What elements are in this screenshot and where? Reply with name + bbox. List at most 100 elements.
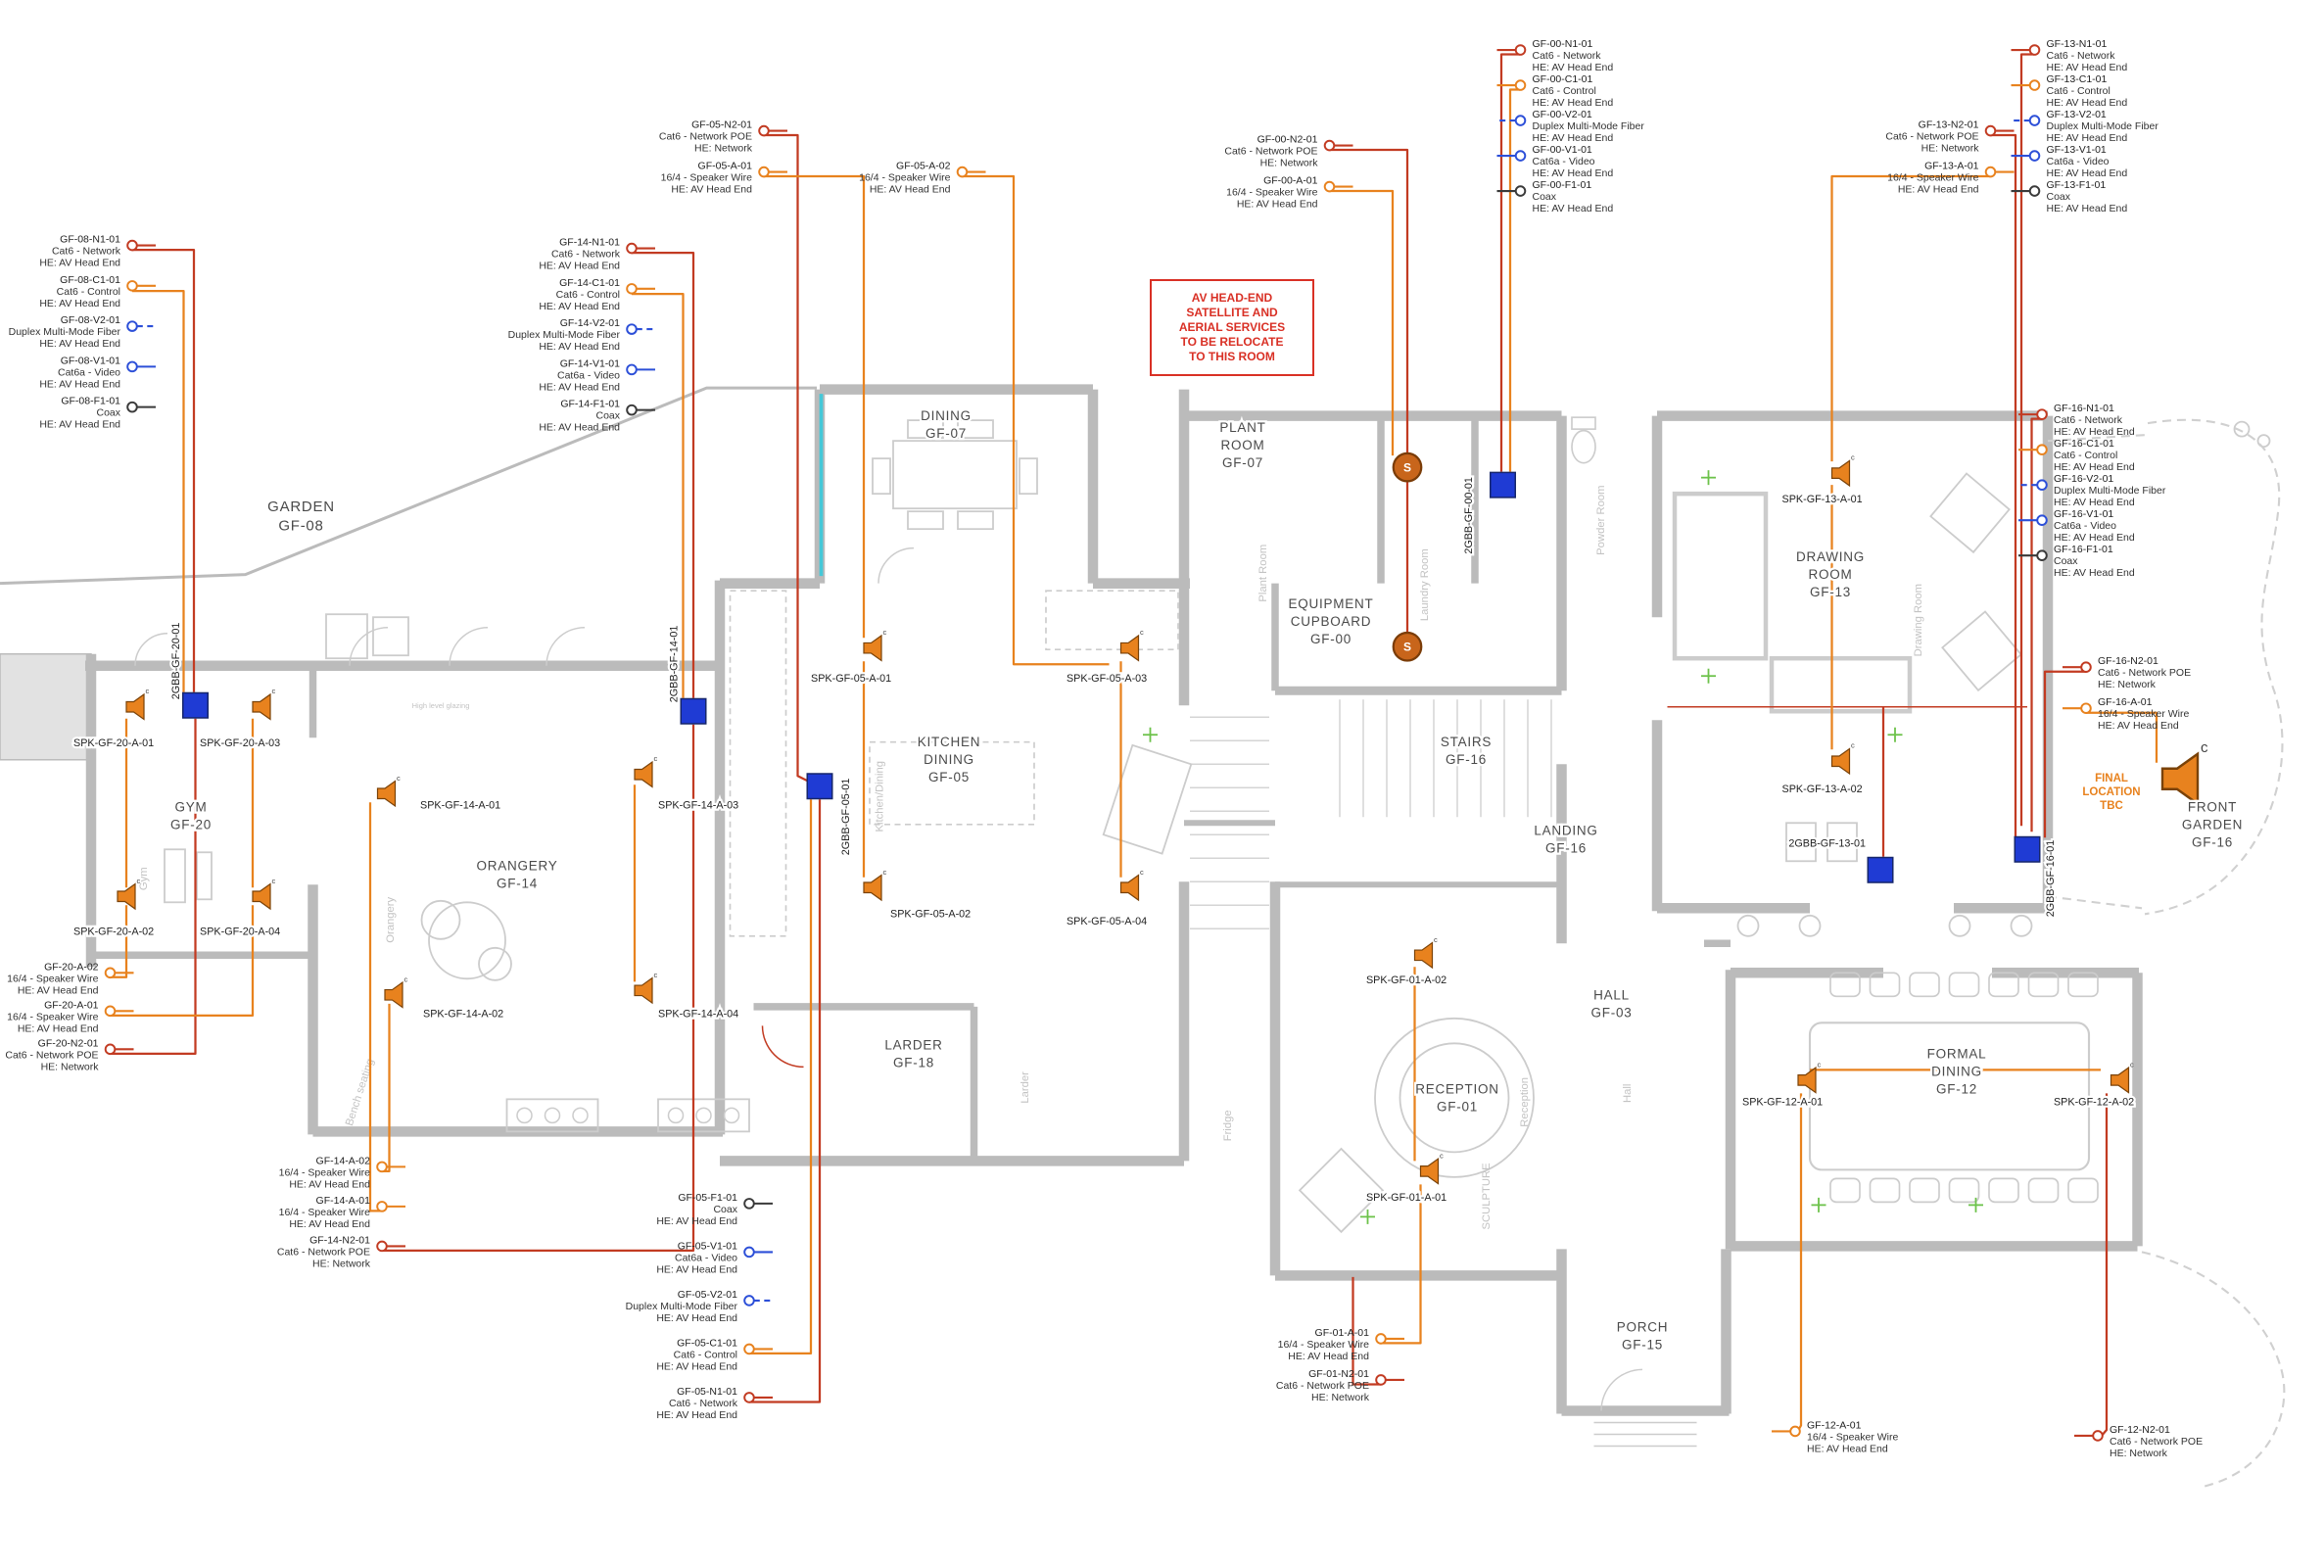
chair (2027, 972, 2060, 998)
cable-id: GF-13-N1-01 (2046, 38, 2107, 50)
cable-dest: HE: AV Head End (18, 1022, 99, 1034)
speaker-mount-tag: c (146, 687, 150, 695)
cable-run (632, 251, 695, 698)
cable-dest: HE: AV Head End (39, 378, 120, 390)
cable-id: GF-13-N2-01 (1919, 119, 1979, 131)
furniture-outline (1929, 472, 2011, 554)
cable-terminal (104, 967, 117, 979)
cable-id: GF-00-F1-01 (1532, 179, 1591, 191)
cable-id: GF-01-A-01 (1315, 1327, 1370, 1339)
cable-dest: HE: AV Head End (39, 419, 120, 431)
cable-id: GF-13-F1-01 (2046, 179, 2106, 191)
cable-type: Cat6 - Control (2046, 85, 2110, 97)
speaker-mount-tag: c (1440, 1151, 1444, 1160)
cable-dest: HE: AV Head End (539, 422, 620, 434)
room-title: CUPBOARD (1291, 614, 1372, 629)
furniture-outline (1019, 457, 1038, 496)
speaker-icon-SPK-GF-05-A-02: c (863, 868, 886, 902)
cable-dest: HE: AV Head End (2046, 132, 2127, 144)
cable-type: 16/4 - Speaker Wire (1226, 187, 1318, 199)
cable-id: GF-16-V1-01 (2054, 508, 2113, 520)
speaker-icon-SPK-GF-14-A-01: c (376, 774, 401, 808)
room-title: GF-20 (170, 817, 212, 832)
cable-terminal (126, 280, 138, 292)
satellite-node (1392, 631, 1423, 662)
chair (1869, 1177, 1901, 1204)
speaker-label: SPK-GF-05-A-02 (890, 908, 971, 920)
furniture-detail (723, 1107, 740, 1124)
furniture-circle (1374, 1017, 1535, 1178)
cable-id: GF-08-F1-01 (61, 396, 120, 407)
cable-id: GF-14-A-02 (316, 1155, 371, 1166)
cable-dest: HE: AV Head End (39, 338, 120, 350)
toilet-cistern (1571, 416, 1596, 430)
room-title: DINING (1931, 1064, 1982, 1078)
speaker-horn (376, 780, 397, 808)
cable-type: 16/4 - Speaker Wire (661, 172, 753, 184)
room-annotation: Fridge (1222, 1110, 1234, 1141)
cable-terminal (1514, 79, 1527, 91)
speaker-icon-SPK-GF-13-A-01: c (1830, 453, 1855, 488)
speaker-horn (1830, 459, 1851, 488)
door-swing (349, 626, 389, 666)
speaker-icon-SPK-GF-12-A-02: c (2110, 1060, 2134, 1094)
room-title: LANDING (1534, 823, 1597, 837)
chair (1948, 1177, 1980, 1204)
cable-type: Duplex Multi-Mode Fiber (2046, 120, 2158, 132)
cable-run (2043, 670, 2086, 838)
cable-terminal (2080, 702, 2092, 715)
speaker-horn (252, 692, 271, 721)
cable-id: GF-00-V1-01 (1532, 144, 1591, 156)
layer-rooms: GARDENGF-08GYMGF-20ORANGERYGF-14DININGGF… (168, 406, 2245, 1354)
cable-id: GF-05-A-01 (698, 161, 753, 172)
cable-dest: HE: AV Head End (870, 184, 951, 196)
room-title: FRONT (2188, 799, 2237, 814)
door-swing (1600, 1368, 1643, 1411)
cable-terminal (626, 242, 638, 255)
cable-run (632, 292, 685, 698)
room-title: GF-05 (928, 770, 970, 784)
cable-id: GF-05-N1-01 (677, 1386, 737, 1398)
cable-dest: HE: AV Head End (1807, 1443, 1888, 1454)
satellite-node (1392, 451, 1423, 483)
cable-dest: HE: AV Head End (656, 1312, 737, 1324)
cable-dest: HE: Network (2110, 1448, 2168, 1459)
cable-type: Cat6 - Network (669, 1398, 738, 1409)
speaker-mount-tag: c (1851, 741, 1855, 750)
cable-type: 16/4 - Speaker Wire (279, 1207, 371, 1218)
speaker-label: SPK-GF-05-A-04 (1067, 916, 1147, 927)
furniture-outline (1941, 610, 2022, 692)
speaker-horn (1413, 941, 1434, 970)
cable-terminal (2028, 79, 2041, 91)
cable-terminal (376, 1240, 388, 1253)
cable-type: 16/4 - Speaker Wire (1278, 1339, 1370, 1351)
speaker-label: SPK-GF-20-A-02 (73, 926, 154, 937)
speaker-icon-SPK-GF-14-A-03: c (634, 754, 658, 788)
cable-dest: HE: AV Head End (2046, 62, 2127, 73)
furniture-detail (667, 1107, 685, 1124)
cable-id: GF-01-N2-01 (1308, 1368, 1369, 1380)
speaker-mount-tag: c (654, 971, 658, 979)
cable-id: GF-12-A-01 (1807, 1419, 1862, 1431)
door-swing (545, 626, 586, 666)
counter-outline (1045, 590, 1179, 651)
cable-run (2097, 1093, 2109, 1442)
speaker-mount-tag: c (654, 754, 658, 763)
cable-run (368, 802, 382, 1212)
speaker-horn (2110, 1066, 2130, 1094)
speaker-mount-tag: c (1851, 453, 1855, 462)
furniture-outline (196, 851, 213, 901)
site-boundary (2144, 418, 2284, 916)
